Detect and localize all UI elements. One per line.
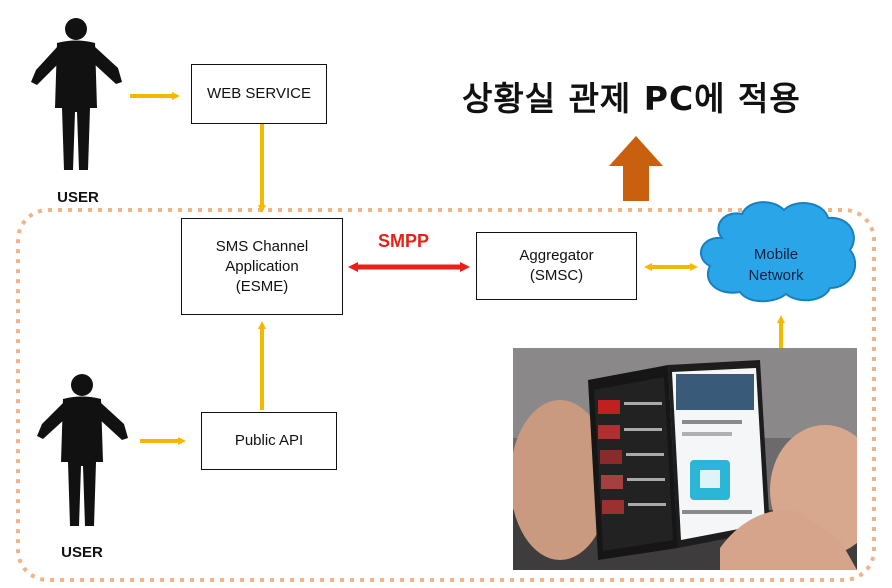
cloud-label: Mobile Network [716, 244, 836, 286]
web-service-label: WEB SERVICE [207, 85, 311, 102]
phone-photo [513, 348, 857, 570]
user-label: USER [57, 189, 99, 206]
sms-channel-line1: SMS Channel [215, 237, 309, 255]
aggregator-line2: (SMSC) [529, 267, 584, 284]
aggregator-line1: Aggregator [519, 247, 594, 264]
user-icon [37, 374, 128, 526]
mobile-network-cloud [699, 201, 857, 303]
aggregator-box: Aggregator (SMSC) [476, 232, 637, 300]
user-label: USER [61, 544, 103, 561]
page-title: 상황실 관제 PC에 적용 [462, 79, 801, 118]
web-service-box: WEB SERVICE [191, 64, 327, 124]
user-icon [31, 18, 122, 170]
sms-channel-line2: Application [225, 257, 299, 275]
sms-channel-box: SMS Channel Application (ESME) [181, 218, 343, 315]
cloud-label-line2: Network [748, 267, 804, 284]
up-arrow [609, 136, 663, 201]
sms-channel-line3: (ESME) [235, 277, 289, 295]
smpp-label: SMPP [378, 231, 430, 251]
public-api-label: Public API [234, 432, 304, 449]
cloud-label-line1: Mobile [753, 246, 799, 263]
public-api-box: Public API [201, 412, 337, 470]
